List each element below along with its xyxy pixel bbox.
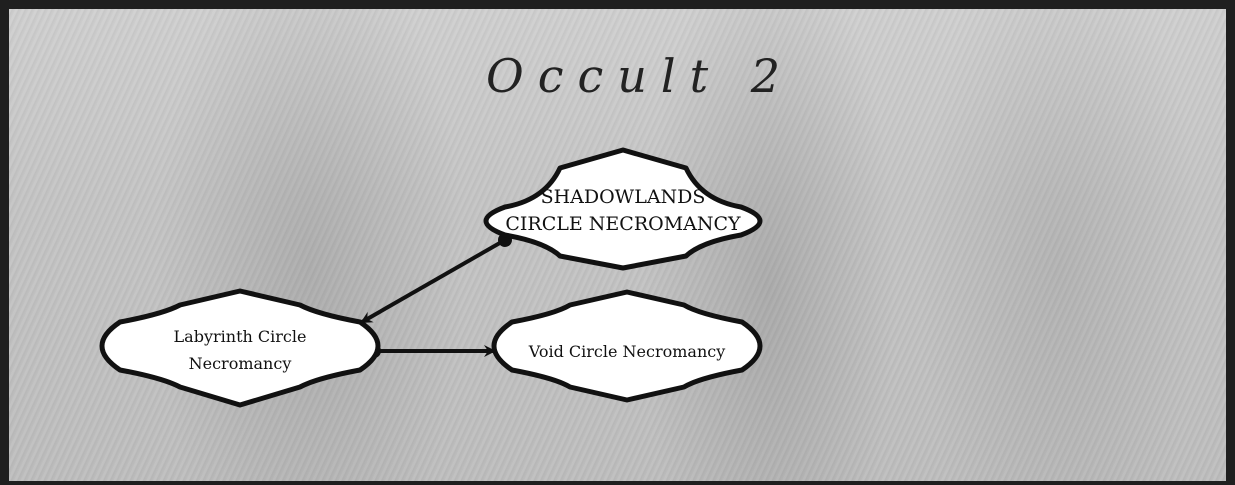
node-shadowlands-line1: SHADOWLANDS	[541, 186, 706, 208]
node-labyrinth-line1: Labyrinth Circle	[174, 327, 307, 346]
edge-shadowlands-to-labyrinth	[360, 233, 512, 324]
node-labyrinth: Labyrinth Circle Necromancy	[99, 288, 381, 408]
node-void: Void Circle Necromancy	[491, 289, 763, 403]
edge-labyrinth-to-void	[367, 344, 496, 358]
diagram-title: Occult 2	[486, 49, 794, 103]
node-shadowlands: SHADOWLANDS CIRCLE NECROMANCY	[483, 147, 763, 271]
node-labyrinth-line2: Necromancy	[189, 354, 292, 373]
node-void-line1: Void Circle Necromancy	[528, 342, 726, 361]
node-shadowlands-line2: CIRCLE NECROMANCY	[505, 213, 741, 235]
